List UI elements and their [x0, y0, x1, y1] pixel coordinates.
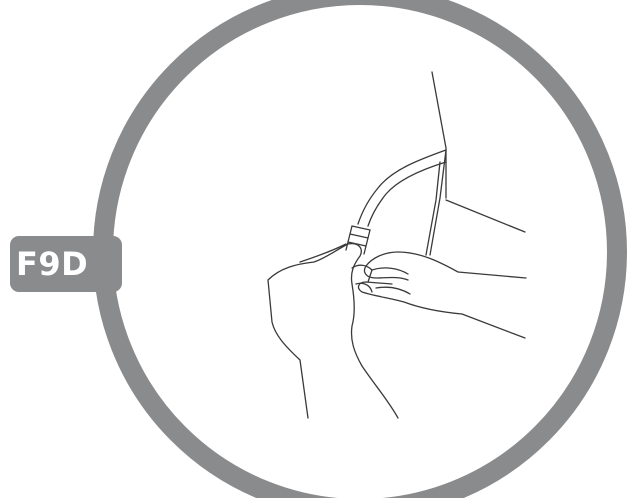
- fitting-nut-mid: [350, 234, 368, 238]
- hose-drop-outer: [430, 150, 446, 255]
- step-label: F9D: [16, 243, 88, 285]
- back-panel-line: [446, 200, 525, 232]
- appliance-panel-edge: [432, 72, 446, 198]
- left-hand-thumb: [300, 244, 346, 262]
- right-hand-finger: [372, 268, 408, 274]
- hose-outer: [358, 150, 446, 224]
- hands-connecting-hose-fitting-icon: [268, 72, 526, 418]
- right-hand-outline: [364, 252, 526, 280]
- right-hand-finger-2: [376, 287, 410, 294]
- right-hand-lower: [359, 282, 525, 338]
- left-hand-finger: [352, 265, 372, 282]
- hose-inner: [368, 162, 446, 226]
- fitting-side-right: [364, 230, 370, 254]
- fitting-nut-top: [352, 226, 370, 230]
- fitting-side-left: [346, 226, 352, 250]
- circular-frame: [103, 0, 617, 498]
- left-hand-outline: [268, 244, 398, 418]
